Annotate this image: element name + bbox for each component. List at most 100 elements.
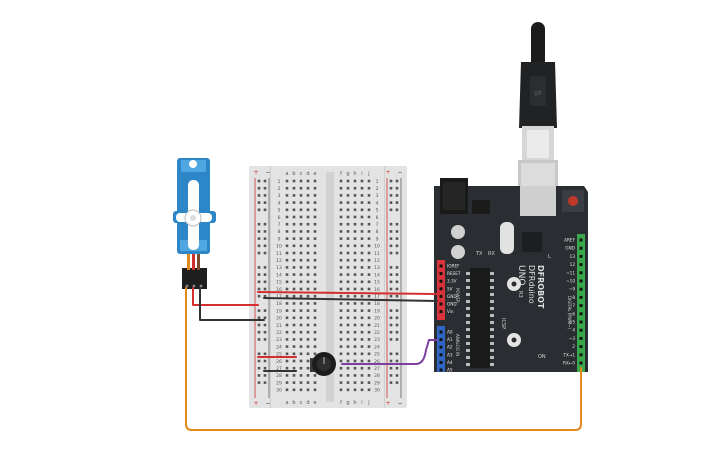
rail-hole[interactable]: [263, 194, 267, 197]
breadboard-hole[interactable]: [285, 186, 289, 190]
breadboard-hole[interactable]: [367, 179, 371, 183]
breadboard-hole[interactable]: [353, 215, 357, 219]
breadboard-hole[interactable]: [346, 352, 350, 356]
header-pin[interactable]: [579, 279, 583, 283]
breadboard-hole[interactable]: [285, 302, 289, 305]
breadboard-hole[interactable]: [367, 208, 371, 212]
rail-hole[interactable]: [389, 222, 393, 226]
breadboard-hole[interactable]: [339, 345, 343, 348]
rail-hole[interactable]: [395, 273, 399, 276]
breadboard-hole[interactable]: [299, 381, 303, 384]
breadboard-hole[interactable]: [285, 266, 289, 269]
breadboard-hole[interactable]: [360, 352, 364, 356]
rail-hole[interactable]: [389, 251, 393, 255]
rail-hole[interactable]: [257, 230, 261, 233]
breadboard-hole[interactable]: [360, 381, 364, 384]
breadboard-hole[interactable]: [353, 352, 357, 356]
breadboard-hole[interactable]: [299, 244, 303, 248]
rail-hole[interactable]: [263, 186, 267, 190]
breadboard-hole[interactable]: [367, 230, 371, 233]
breadboard-hole[interactable]: [306, 287, 310, 291]
breadboard-hole[interactable]: [292, 323, 296, 327]
rail-hole[interactable]: [257, 244, 261, 248]
breadboard-hole[interactable]: [367, 366, 371, 370]
breadboard-hole[interactable]: [306, 186, 310, 190]
breadboard-hole[interactable]: [367, 194, 371, 197]
rail-hole[interactable]: [395, 374, 399, 377]
breadboard-hole[interactable]: [346, 338, 350, 341]
rail-hole[interactable]: [263, 287, 267, 291]
rail-hole[interactable]: [395, 366, 399, 370]
rail-hole[interactable]: [395, 359, 399, 363]
rail-hole[interactable]: [263, 280, 267, 284]
breadboard-hole[interactable]: [292, 251, 296, 255]
breadboard-hole[interactable]: [299, 258, 303, 262]
breadboard-hole[interactable]: [306, 338, 310, 341]
breadboard-hole[interactable]: [367, 244, 371, 248]
breadboard-hole[interactable]: [367, 323, 371, 327]
breadboard-hole[interactable]: [306, 309, 310, 312]
breadboard-hole[interactable]: [299, 186, 303, 190]
breadboard-hole[interactable]: [313, 222, 317, 226]
breadboard-hole[interactable]: [292, 374, 296, 377]
rail-hole[interactable]: [395, 222, 399, 226]
header-pin[interactable]: [439, 264, 443, 268]
breadboard-hole[interactable]: [299, 179, 303, 183]
breadboard-hole[interactable]: [306, 302, 310, 305]
breadboard-hole[interactable]: [285, 316, 289, 320]
rail-hole[interactable]: [257, 330, 261, 334]
breadboard-hole[interactable]: [306, 345, 310, 348]
breadboard-hole[interactable]: [313, 201, 317, 204]
rail-hole[interactable]: [263, 244, 267, 248]
breadboard-hole[interactable]: [367, 186, 371, 190]
rail-hole[interactable]: [389, 338, 393, 341]
breadboard-hole[interactable]: [306, 359, 310, 363]
rail-hole[interactable]: [389, 381, 393, 384]
breadboard-hole[interactable]: [367, 215, 371, 219]
breadboard-hole[interactable]: [346, 388, 350, 392]
breadboard-hole[interactable]: [346, 201, 350, 204]
breadboard-hole[interactable]: [367, 258, 371, 262]
breadboard-hole[interactable]: [285, 381, 289, 384]
breadboard-hole[interactable]: [367, 273, 371, 276]
breadboard-hole[interactable]: [353, 287, 357, 291]
breadboard-hole[interactable]: [313, 273, 317, 276]
breadboard-hole[interactable]: [367, 309, 371, 312]
rail-hole[interactable]: [395, 294, 399, 298]
breadboard-hole[interactable]: [339, 287, 343, 291]
rail-hole[interactable]: [389, 323, 393, 327]
breadboard-hole[interactable]: [299, 294, 303, 298]
rail-hole[interactable]: [263, 309, 267, 312]
breadboard-hole[interactable]: [306, 244, 310, 248]
header-pin[interactable]: [439, 294, 443, 298]
breadboard-hole[interactable]: [285, 244, 289, 248]
rail-hole[interactable]: [389, 201, 393, 204]
breadboard-hole[interactable]: [353, 338, 357, 341]
analog-header[interactable]: [437, 326, 445, 372]
breadboard-hole[interactable]: [339, 194, 343, 197]
breadboard-hole[interactable]: [313, 208, 317, 212]
breadboard-hole[interactable]: [339, 280, 343, 284]
breadboard-hole[interactable]: [299, 280, 303, 284]
breadboard-hole[interactable]: [339, 215, 343, 219]
header-pin[interactable]: [579, 328, 583, 332]
breadboard-hole[interactable]: [292, 330, 296, 334]
breadboard-hole[interactable]: [313, 194, 317, 197]
breadboard-hole[interactable]: [367, 316, 371, 320]
breadboard-hole[interactable]: [346, 186, 350, 190]
breadboard-hole[interactable]: [339, 258, 343, 262]
breadboard-hole[interactable]: [285, 215, 289, 219]
breadboard-hole[interactable]: [367, 201, 371, 204]
breadboard-hole[interactable]: [360, 323, 364, 327]
breadboard-hole[interactable]: [360, 215, 364, 219]
breadboard-hole[interactable]: [353, 258, 357, 262]
rail-hole[interactable]: [257, 273, 261, 276]
breadboard-hole[interactable]: [346, 230, 350, 233]
breadboard-hole[interactable]: [360, 273, 364, 276]
breadboard-hole[interactable]: [367, 302, 371, 305]
rail-hole[interactable]: [389, 287, 393, 291]
rail-hole[interactable]: [389, 359, 393, 363]
breadboard-hole[interactable]: [285, 222, 289, 226]
breadboard-hole[interactable]: [292, 381, 296, 384]
rail-hole[interactable]: [263, 201, 267, 204]
